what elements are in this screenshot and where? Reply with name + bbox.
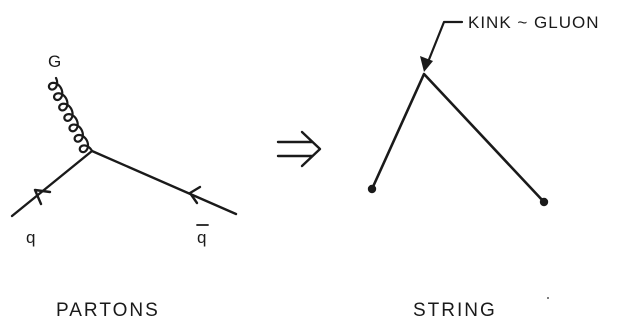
- antiquark-label: q: [197, 228, 207, 247]
- quark-arrow-icon: [33, 188, 52, 206]
- implies-arrow-icon: [276, 130, 322, 168]
- kink-gluon-annotation: KINK ~ GLUON: [468, 13, 600, 32]
- string-endpoint-right: [539, 197, 549, 207]
- quark-label: q: [26, 228, 36, 247]
- string-caption: STRING: [413, 300, 497, 321]
- partons-panel: G q q PARTONS: [10, 52, 238, 321]
- quark-line: [10, 149, 94, 218]
- scan-speck: [547, 297, 549, 299]
- gluon-coil-line: [47, 76, 94, 154]
- antiquark-line: [90, 149, 238, 216]
- kink-leader-line: [426, 20, 464, 64]
- kink-arrow-icon: [420, 56, 433, 72]
- string-line: [370, 72, 546, 204]
- antiquark-arrow-icon: [188, 185, 202, 205]
- gluon-label: G: [48, 52, 62, 71]
- string-endpoint-left: [367, 184, 377, 194]
- partons-caption: PARTONS: [56, 300, 160, 321]
- string-panel: KINK ~ GLUON STRING: [367, 13, 600, 321]
